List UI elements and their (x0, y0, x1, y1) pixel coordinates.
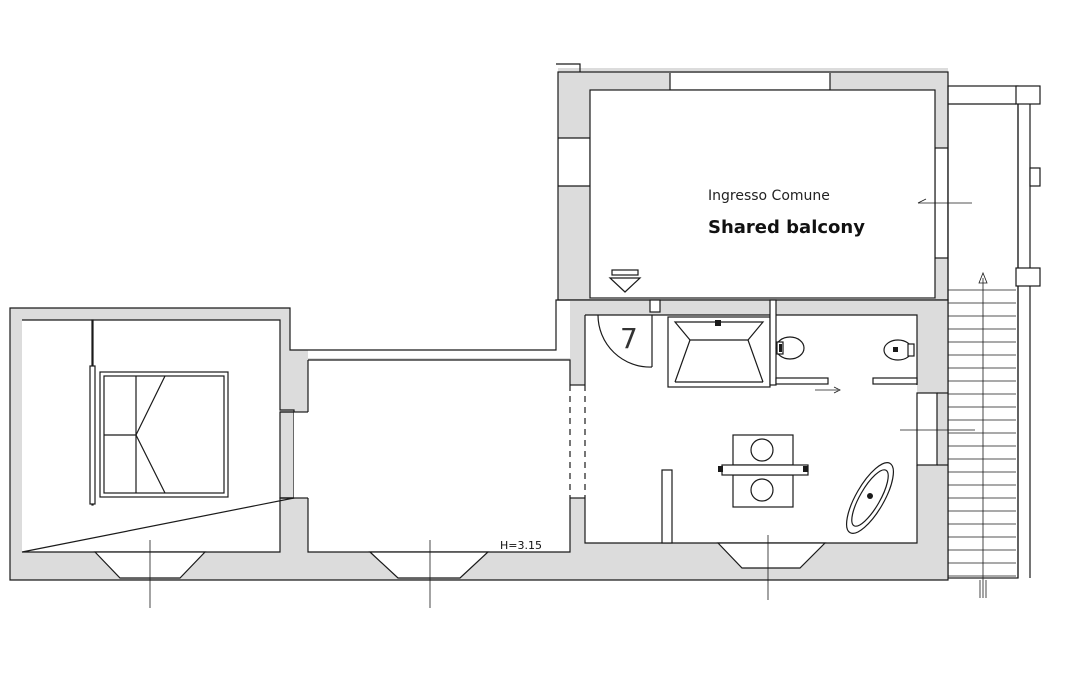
toilet-icon (775, 336, 805, 360)
ingresso-label: Ingresso Comune (708, 188, 830, 204)
double-bed (89, 319, 229, 506)
external-stairs (947, 85, 1041, 598)
shower-tray (667, 316, 771, 388)
shared-balcony-label: Shared balcony (708, 217, 865, 238)
ceiling-height-label: H=3.15 (500, 539, 542, 552)
bidet-icon (883, 339, 915, 361)
entry-arrow-icon (608, 269, 642, 293)
bathtub-icon (846, 462, 894, 534)
wc-partition (769, 299, 918, 394)
double-sink-vanity (718, 434, 809, 508)
door-7 (597, 314, 653, 368)
shared-balcony-area (556, 63, 972, 301)
unit-number: 7 (620, 322, 638, 355)
